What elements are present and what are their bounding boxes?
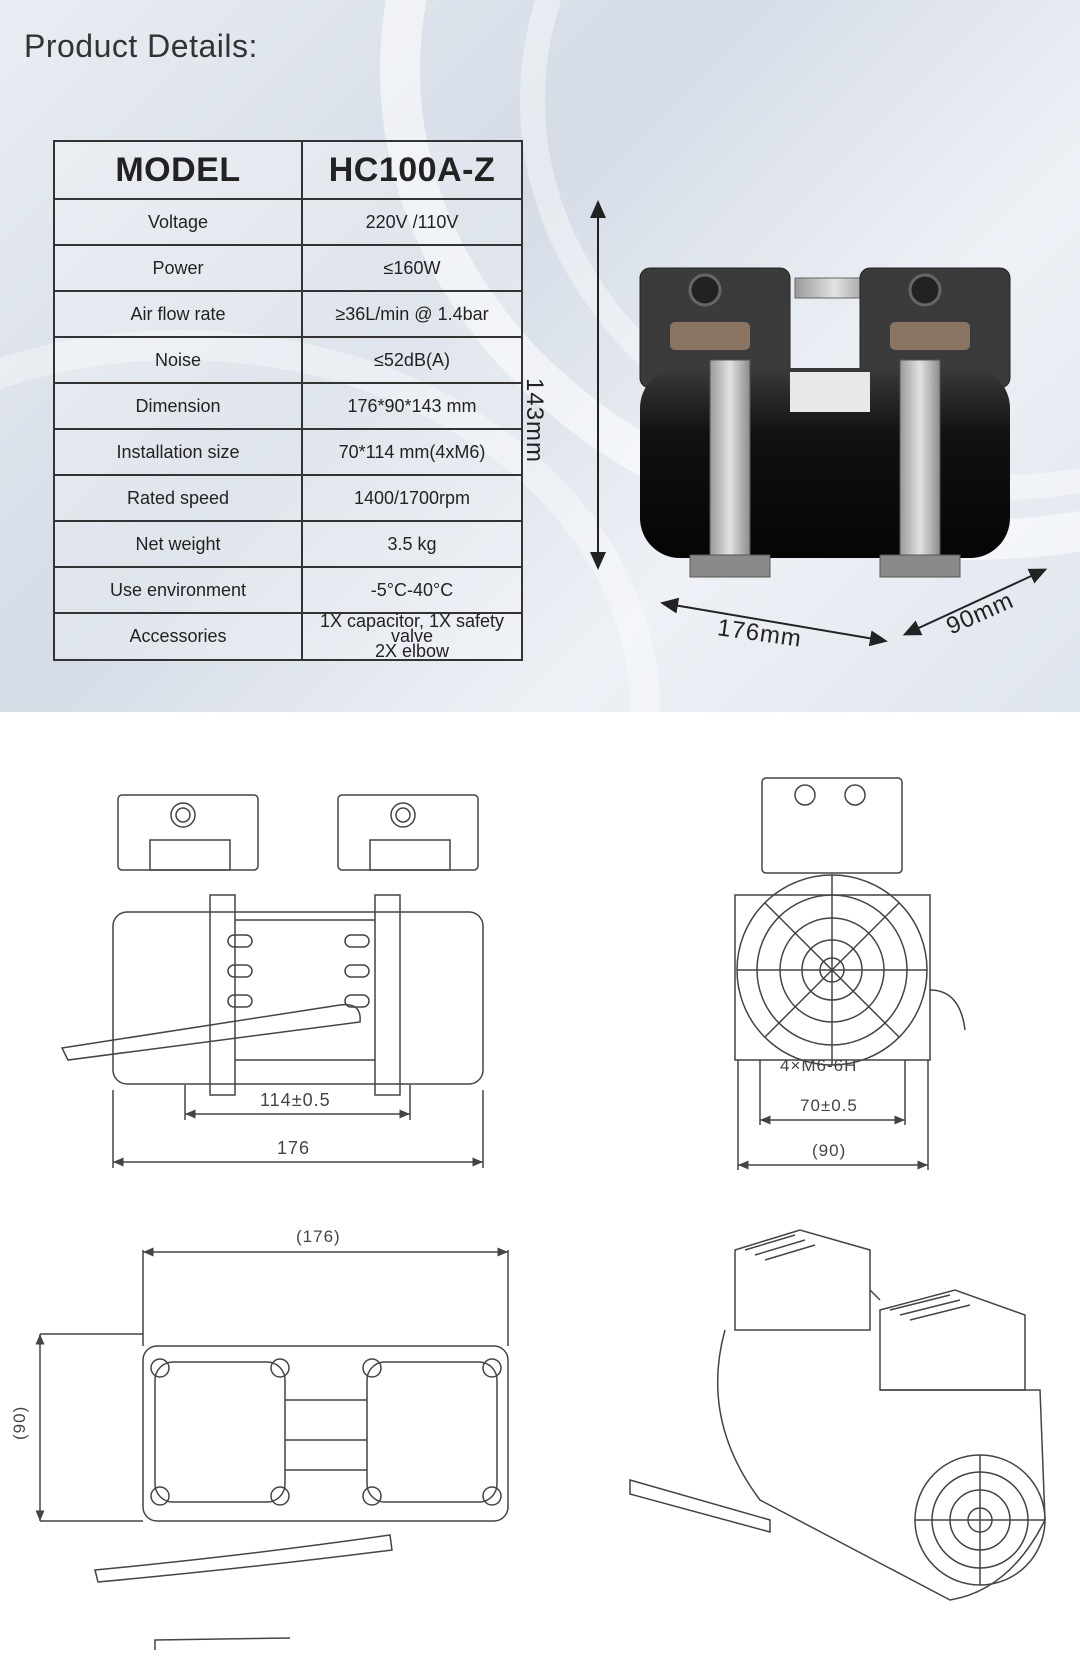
spec-key: Net weight xyxy=(53,520,303,568)
spec-value: ≤160W xyxy=(301,244,523,292)
spec-value: 70*114 mm(4xM6) xyxy=(301,428,523,476)
accessories-line: 2X elbow xyxy=(374,641,450,661)
height-dimension-label: 143mm xyxy=(521,378,548,464)
side-mount-label: 70±0.5 xyxy=(800,1096,858,1115)
spec-key: Air flow rate xyxy=(53,290,303,338)
table-row: Accessories 1X capacitor, 1X safety valv… xyxy=(53,611,523,661)
spec-key: Voltage xyxy=(53,198,303,246)
spec-header-key: MODEL xyxy=(53,140,303,200)
spec-value: 3.5 kg xyxy=(301,520,523,568)
spec-header-value: HC100A-Z xyxy=(301,140,523,200)
pump-photo xyxy=(590,200,1048,647)
spec-header-row: MODEL HC100A-Z xyxy=(53,140,523,200)
spec-value: ≤52dB(A) xyxy=(301,336,523,384)
top-length-label: (176) xyxy=(296,1227,341,1246)
spec-value: 1400/1700rpm xyxy=(301,474,523,522)
accessories-line: 1X capacitor, 1X safety valve xyxy=(319,611,505,646)
right-cylinder xyxy=(890,322,970,350)
spec-key: Installation size xyxy=(53,428,303,476)
depth-dimension-arrow xyxy=(902,568,1048,636)
port-icon xyxy=(908,273,942,307)
table-row: Air flow rate≥36L/min @ 1.4bar xyxy=(53,290,523,338)
spec-key: Dimension xyxy=(53,382,303,430)
left-foot xyxy=(689,554,771,578)
spec-key: Rated speed xyxy=(53,474,303,522)
spec-value-accessories: 1X capacitor, 1X safety valve 2X elbow xyxy=(301,611,523,661)
table-row: Power≤160W xyxy=(53,244,523,292)
spec-value: 220V /110V xyxy=(301,198,523,246)
top-view-drawing xyxy=(35,1247,509,1650)
spec-key: Use environment xyxy=(53,566,303,614)
table-row: Noise≤52dB(A) xyxy=(53,336,523,384)
right-bracket xyxy=(899,359,941,571)
isometric-drawing xyxy=(629,1229,1046,1601)
spec-value: -5°C-40°C xyxy=(301,566,523,614)
page-title: Product Details: xyxy=(24,28,258,64)
left-bracket xyxy=(709,359,751,571)
rating-label xyxy=(790,372,870,412)
spec-value: 176*90*143 mm xyxy=(301,382,523,430)
front-outer-width-label: 176 xyxy=(277,1138,311,1158)
spec-key: Noise xyxy=(53,336,303,384)
left-cylinder xyxy=(670,322,750,350)
spec-key: Accessories xyxy=(53,612,303,661)
spec-key: Power xyxy=(53,244,303,292)
port-icon xyxy=(688,273,722,307)
front-inner-width-label: 114±0.5 xyxy=(260,1090,331,1110)
side-view-drawing xyxy=(734,777,966,1170)
spec-value: ≥36L/min @ 1.4bar xyxy=(301,290,523,338)
length-dimension-arrow xyxy=(660,597,888,647)
table-row: Use environment-5°C-40°C xyxy=(53,566,523,614)
right-foot xyxy=(879,554,961,578)
top-width-label: (90) xyxy=(10,1405,29,1440)
front-view-drawing xyxy=(60,794,484,1168)
side-thread-label: 4×M6-6H xyxy=(780,1056,858,1075)
side-width-label: (90) xyxy=(812,1141,847,1160)
